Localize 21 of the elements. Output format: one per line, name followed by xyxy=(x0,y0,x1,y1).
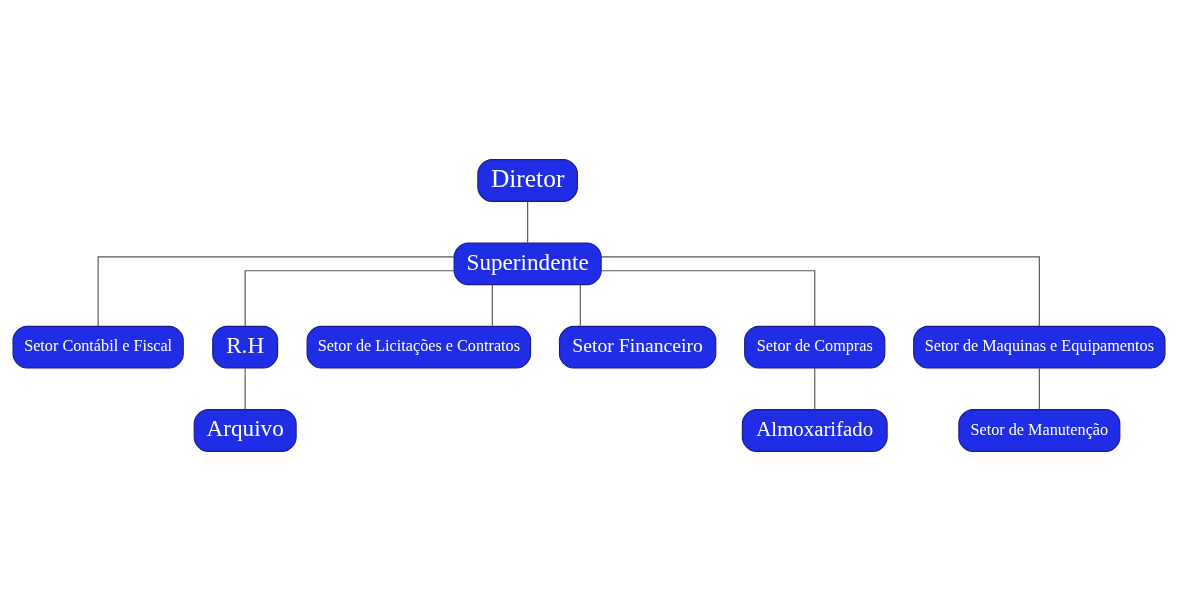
connector xyxy=(814,367,816,410)
node-box: Setor de Maquinas e Equipamentos xyxy=(913,325,1166,369)
connector xyxy=(600,269,816,327)
node-box: Arquivo xyxy=(193,408,297,452)
node-box: R.H xyxy=(212,325,279,369)
connector xyxy=(579,283,581,326)
connector xyxy=(600,255,1040,327)
connector xyxy=(1038,367,1040,410)
connector xyxy=(97,255,455,327)
node-box: Setor de Manutenção xyxy=(958,408,1121,452)
connector xyxy=(244,269,455,327)
node-box: Setor Financeiro xyxy=(558,325,717,369)
node-box: Superindente xyxy=(453,241,602,285)
node-box: Diretor xyxy=(477,158,578,202)
node-box: Setor de Licitações e Contratos xyxy=(306,325,532,369)
connector xyxy=(244,367,246,410)
connector xyxy=(491,283,493,326)
connector xyxy=(527,200,529,243)
node-box: Setor Contábil e Fiscal xyxy=(12,325,184,369)
node-box: Almoxarifado xyxy=(741,408,888,452)
node-box: Setor de Compras xyxy=(744,325,886,369)
